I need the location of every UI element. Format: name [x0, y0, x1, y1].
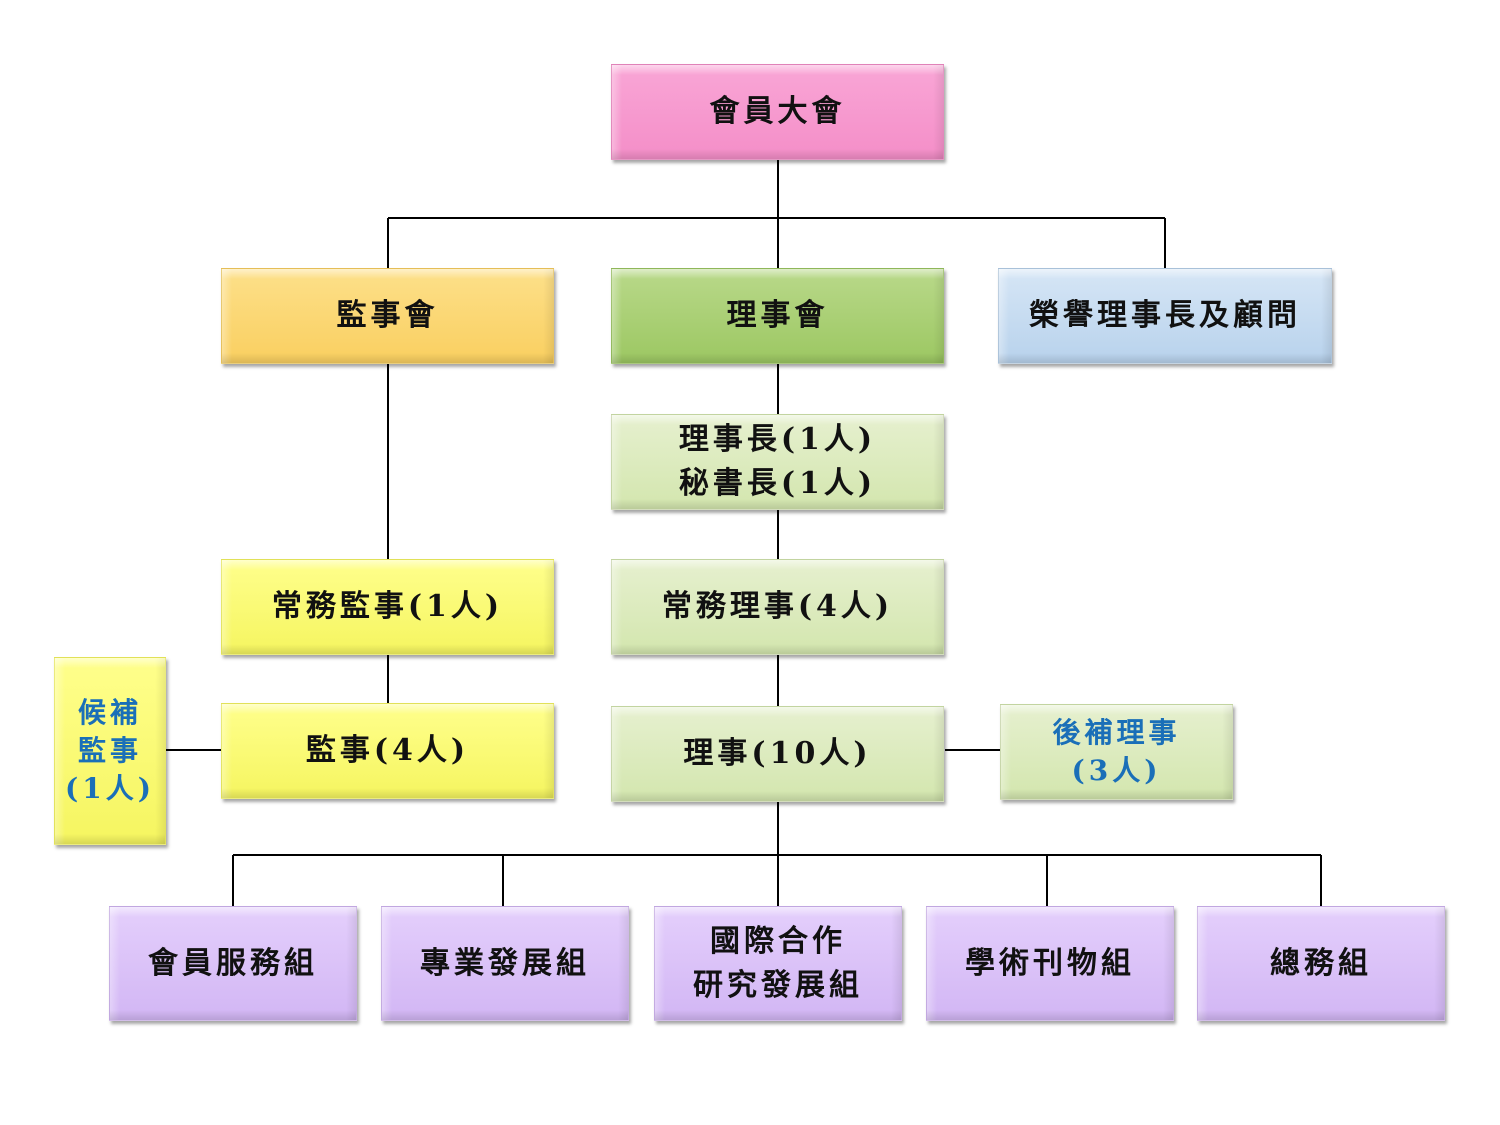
academic-publications-group-box: 學術刊物組	[926, 906, 1174, 1021]
alternate-supervisor-line-1: 候補	[77, 696, 142, 729]
chairman-label: 理事長(1人)	[678, 422, 877, 457]
general-assembly-label: 會員大會	[709, 94, 846, 129]
general-assembly-box: 會員大會	[611, 64, 944, 160]
alternate-directors-line-2: (3人)	[1071, 754, 1162, 787]
standing-directors-label: 常務理事(4人)	[661, 589, 894, 624]
supervisors-box: 監事(4人)	[221, 703, 554, 799]
member-services-group-box: 會員服務組	[109, 906, 357, 1021]
professional-development-group-label: 專業發展組	[420, 945, 590, 981]
standing-supervisor-label: 常務監事(1人)	[271, 589, 504, 624]
supervisors-board-box: 監事會	[221, 268, 554, 364]
alternate-supervisor-box: 候補 監事 (1人)	[54, 657, 166, 845]
standing-directors-box: 常務理事(4人)	[611, 559, 944, 655]
supervisors-board-label: 監事會	[336, 298, 439, 333]
honorary-box: 榮譽理事長及顧問	[998, 268, 1332, 364]
alternate-directors-box: 後補理事 (3人)	[1000, 704, 1233, 800]
standing-supervisor-box: 常務監事(1人)	[221, 559, 554, 655]
academic-publications-group-label: 學術刊物組	[965, 945, 1135, 981]
directors-board-label: 理事會	[726, 298, 829, 333]
chairman-secretary-box: 理事長(1人) 秘書長(1人)	[611, 414, 944, 510]
secretary-general-label: 秘書長(1人)	[678, 466, 877, 501]
alternate-directors-line-1: 後補理事	[1052, 716, 1181, 749]
directors-box: 理事(10人)	[611, 706, 944, 802]
general-affairs-group-label: 總務組	[1270, 945, 1372, 981]
professional-development-group-box: 專業發展組	[381, 906, 629, 1021]
alternate-supervisor-line-2: 監事	[77, 734, 142, 767]
directors-label: 理事(10人)	[683, 736, 872, 771]
general-affairs-group-box: 總務組	[1197, 906, 1445, 1021]
directors-board-box: 理事會	[611, 268, 944, 364]
international-group-line-2: 研究發展組	[693, 967, 863, 1003]
alternate-supervisor-line-3: (1人)	[65, 772, 155, 805]
honorary-label: 榮譽理事長及顧問	[1029, 298, 1301, 333]
member-services-group-label: 會員服務組	[148, 945, 318, 981]
supervisors-label: 監事(4人)	[305, 733, 470, 768]
international-group-line-1: 國際合作	[710, 923, 846, 959]
international-group-box: 國際合作 研究發展組	[654, 906, 902, 1021]
